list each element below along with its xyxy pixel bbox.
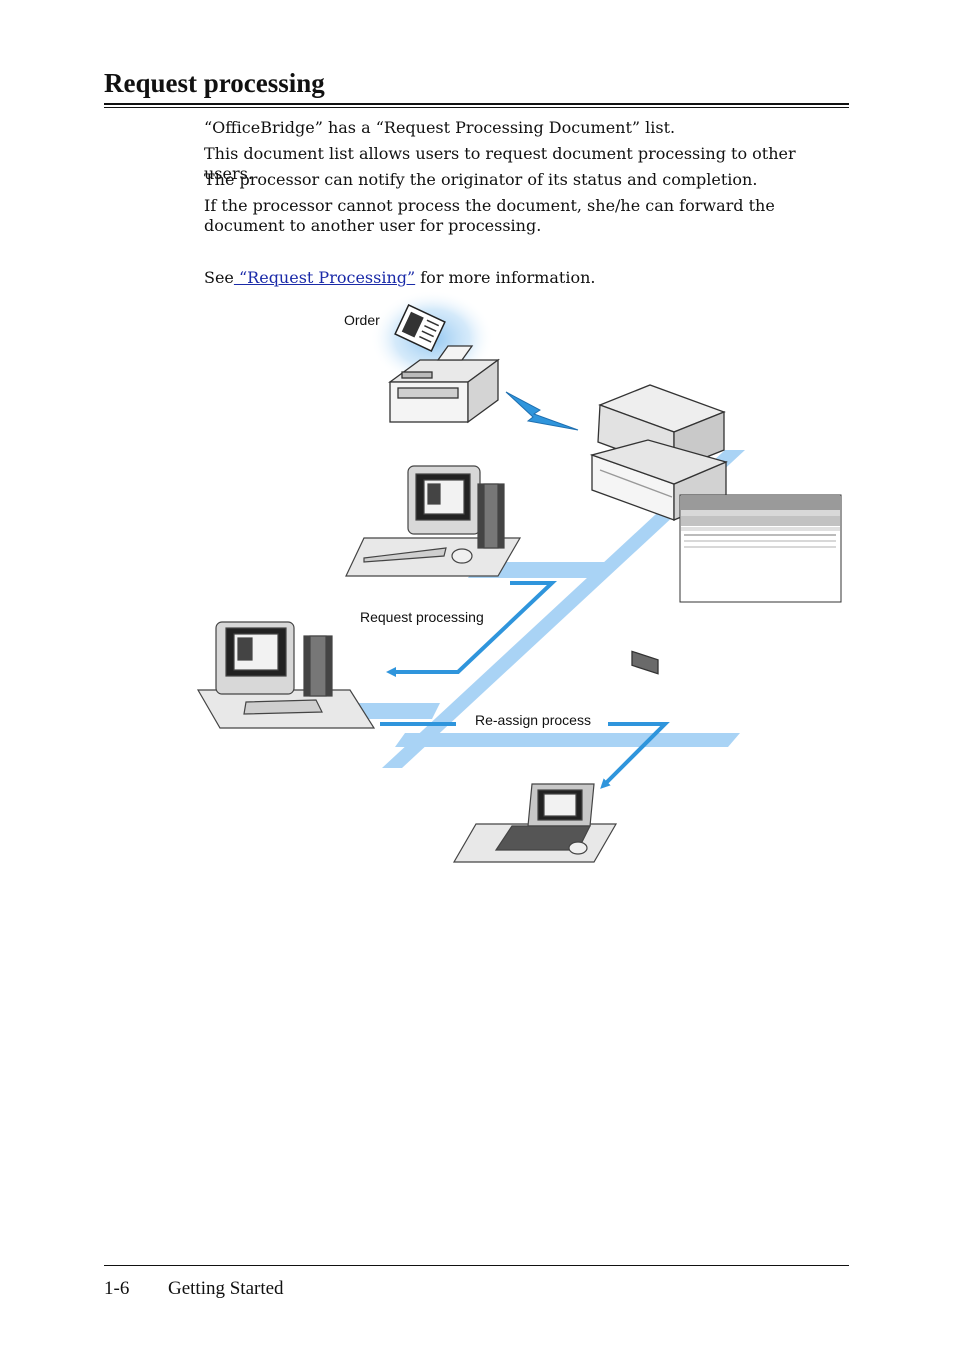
browser-screenshot-icon (679, 494, 842, 603)
see-suffix: for more information. (415, 268, 596, 287)
footer-page-number: 1-6 (104, 1278, 130, 1299)
reassign-arrow (600, 722, 670, 789)
network-bottom-branch (395, 733, 740, 747)
page-title: Request processing (104, 68, 325, 98)
intro-paragraph-1: “OfficeBridge” has a “Request Processing… (204, 118, 676, 137)
footer-section: Getting Started (168, 1278, 284, 1299)
network-diagonal (382, 450, 745, 768)
intro-paragraph-4: If the processor cannot process the docu… (204, 196, 775, 235)
footer-rule (104, 1265, 849, 1266)
request-processing-link[interactable]: “Request Processing” (233, 268, 416, 287)
document-icon (394, 304, 446, 352)
laptop-icon (452, 783, 618, 863)
title-rule-thin (104, 107, 849, 108)
see-also-line: See “Request Processing” for more inform… (204, 268, 844, 288)
network-left-branch (350, 703, 440, 719)
lightning-icon (505, 391, 579, 431)
intro-paragraph-3: The processor can notify the originator … (204, 170, 758, 189)
label-request-processing: Request processing (360, 609, 484, 625)
desktop-computer-icon-left (196, 621, 376, 729)
title-rule-thick (104, 103, 849, 105)
label-reassign-process: Re-assign process (475, 712, 591, 728)
request-arrow (386, 581, 558, 677)
label-order: Order (344, 312, 380, 328)
see-prefix: See (204, 268, 234, 287)
fax-machine-icon (388, 345, 500, 424)
intro-paragraph-2: This document list allows users to reque… (204, 144, 796, 183)
desktop-computer-icon (345, 465, 522, 577)
